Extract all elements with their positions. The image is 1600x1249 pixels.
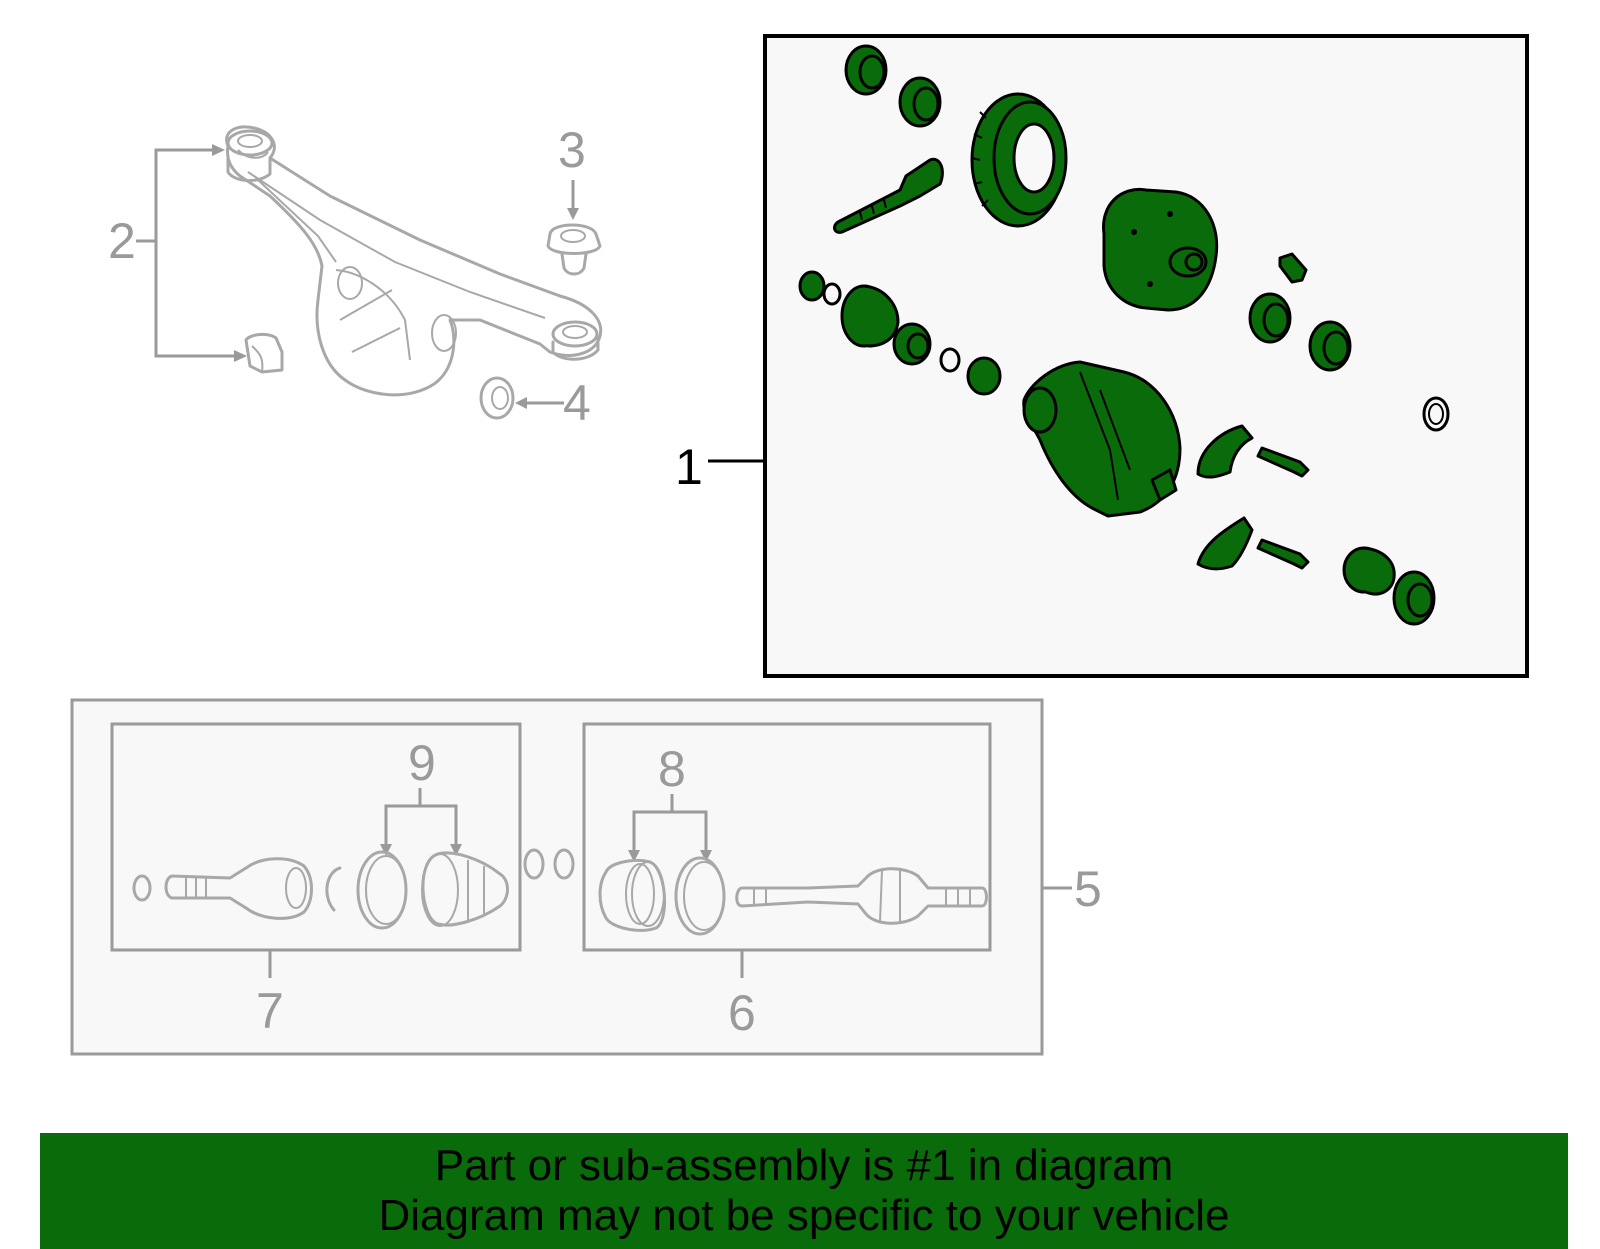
banner-line-1: Part or sub-assembly is #1 in diagram [434,1141,1174,1190]
cap-bolt-upper[interactable] [1256,446,1310,478]
bearing-c[interactable] [1248,292,1292,344]
info-banner: Part or sub-assembly is #1 in diagram Di… [40,1133,1568,1249]
bearing-cap-lower[interactable] [1196,516,1254,571]
seal-ring[interactable] [1422,396,1450,432]
bearing-g[interactable] [1392,570,1436,626]
washer-b[interactable] [939,347,961,373]
callout-6: 6 [728,985,756,1041]
callout-3: 3 [558,122,586,178]
callout-4: 4 [563,375,591,431]
mount-part[interactable] [546,223,602,255]
boot-band-inner[interactable] [356,850,408,930]
callout-4-group: 4 [479,375,591,431]
ring-y[interactable] [553,848,575,880]
ring-gear[interactable] [970,92,1068,228]
bearing-e[interactable] [892,322,932,366]
axle-shaft[interactable] [735,867,988,925]
boot-band-outer[interactable] [674,856,726,936]
washer-part[interactable] [479,376,515,420]
callout-7: 7 [256,983,284,1039]
outer-boot[interactable] [598,858,667,932]
cap-bolt-lower[interactable] [1256,538,1310,570]
callout-3-group: 3 [546,122,602,276]
inner-boot[interactable] [421,851,509,927]
diff-housing[interactable] [1022,360,1182,518]
small-bolt[interactable] [1278,252,1308,284]
pinion-bearing[interactable] [840,284,900,348]
bearing-cap-upper[interactable] [1196,424,1254,479]
callout-2-group: 2 [108,144,284,374]
callout-8: 8 [658,741,686,797]
bushing-part[interactable] [244,332,284,374]
spacer-a[interactable] [798,270,826,302]
snap-ring-small[interactable] [132,874,152,902]
seal-small[interactable] [966,356,1002,396]
callout-2: 2 [108,213,136,269]
differential-box: 1 [675,34,1529,678]
washer-a[interactable] [822,282,842,306]
inner-joint-shaft[interactable] [164,857,313,920]
ring-x[interactable] [523,848,545,880]
crossmember-part[interactable] [225,125,603,397]
axle-group: 5 7 9 6 8 [70,698,1102,1056]
crossmember-group [225,125,603,397]
bearing-a[interactable] [844,44,888,96]
callout-9: 9 [408,735,436,791]
bearing-d[interactable] [1308,320,1352,372]
callout-1: 1 [675,439,703,495]
bearing-f[interactable] [1342,546,1396,596]
diff-carrier[interactable] [1102,187,1219,312]
circlip[interactable] [325,866,342,912]
banner-line-2: Diagram may not be specific to your vehi… [378,1191,1230,1240]
bearing-b[interactable] [898,76,942,128]
callout-5: 5 [1074,861,1102,917]
